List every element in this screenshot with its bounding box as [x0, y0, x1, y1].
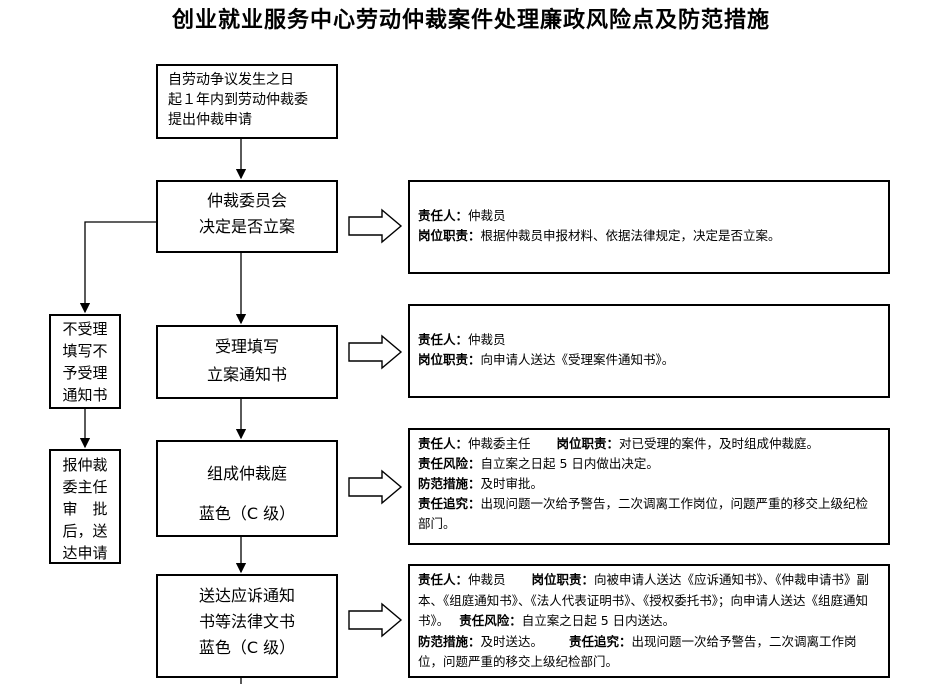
account-value: 出现问题一次给予警告，二次调离工作岗位，问题严重的移交上级纪检部门。	[418, 633, 857, 670]
risk-value: 自立案之日起 5 日内做出决定。	[480, 456, 659, 471]
arrow-decide-to-reject	[79, 221, 157, 314]
person-label: 责任人：	[418, 332, 469, 347]
risk-box-tribunal: 责任人：仲裁委主任 岗位职责：对已受理的案件，及时组成仲裁庭。 责任风险：自立案之…	[408, 428, 890, 545]
account-label: 责任追究：	[418, 496, 481, 511]
risk-box-accept: 责任人：仲裁员 岗位职责：向申请人送达《受理案件通知书》。	[408, 304, 890, 398]
account-value: 出现问题一次给予警告，二次调离工作岗位，问题严重的移交上级纪检部门。	[418, 496, 869, 531]
duty-label: 岗位职责：	[418, 228, 481, 243]
duty-value: 向申请人送达《受理案件通知书》。	[480, 352, 675, 367]
page-title: 创业就业服务中心劳动仲裁案件处理廉政风险点及防范措施	[171, 7, 770, 33]
measure-value: 及时送达。	[480, 633, 544, 649]
account-label: 责任追究：	[569, 633, 632, 649]
risk-label: 责任风险：	[459, 613, 522, 628]
block-arrow-4	[348, 602, 403, 638]
block-arrow-1	[348, 208, 403, 244]
step-start-text: 自劳动争议发生之日 起１年内到劳动仲裁委 提出仲裁申请	[168, 72, 308, 128]
step-deliver-text: 送达应诉通知 书等法律文书 蓝色（C 级）	[198, 586, 296, 657]
step-decide-text: 仲裁委员会 决定是否立案	[198, 191, 295, 236]
step-tribunal-text: 组成仲裁庭 蓝色（C 级）	[198, 464, 296, 523]
risk-box-decide: 责任人：仲裁员 岗位职责：根据仲裁员申报材料、依据法律规定，决定是否立案。	[408, 180, 890, 274]
measure-label: 防范措施：	[418, 476, 481, 491]
person-value: 仲裁委主任	[468, 436, 531, 451]
risk-value: 自立案之日起 5 日内送达。	[521, 613, 676, 628]
step-report-text: 报仲裁 委主任 审 批 后，送 达申请	[62, 456, 108, 562]
person-label: 责任人：	[418, 572, 469, 587]
measure-value: 及时审批。	[480, 476, 544, 491]
person-label: 责任人：	[418, 436, 469, 451]
step-decide-box	[156, 180, 338, 253]
step-reject-text: 不受理 填写不 予受理 通知书	[62, 320, 108, 404]
step-report-box	[49, 449, 121, 564]
person-value: 仲裁员	[468, 208, 506, 223]
duty-value: 向被申请人送达《应诉通知书》、《仲裁申请书》副本、《组庭通知书》、《法人代表证明…	[418, 572, 870, 628]
block-arrow-3	[348, 469, 403, 505]
person-label: 责任人：	[418, 208, 469, 223]
risk-label: 责任风险：	[418, 456, 481, 471]
duty-label: 岗位职责：	[531, 572, 595, 587]
block-arrow-2	[348, 334, 403, 370]
step-start-box	[156, 64, 338, 139]
duty-value: 根据仲裁员申报材料、依据法律规定，决定是否立案。	[480, 228, 781, 243]
duty-label: 岗位职责：	[556, 436, 620, 451]
step-accept-text: 受理填写 立案通知书	[206, 337, 287, 384]
measure-label: 防范措施：	[418, 633, 481, 649]
step-tribunal-box	[156, 440, 338, 537]
person-value: 仲裁员	[468, 332, 506, 347]
duty-value: 对已受理的案件，及时组成仲裁庭。	[619, 436, 820, 451]
step-reject-box	[49, 314, 121, 409]
duty-label: 岗位职责：	[418, 352, 481, 367]
step-deliver-box	[156, 574, 338, 678]
risk-box-deliver: 责任人：仲裁员 岗位职责：向被申请人送达《应诉通知书》、《仲裁申请书》副本、《组庭…	[408, 564, 890, 678]
step-accept-box	[156, 325, 338, 399]
person-value: 仲裁员	[468, 572, 506, 587]
